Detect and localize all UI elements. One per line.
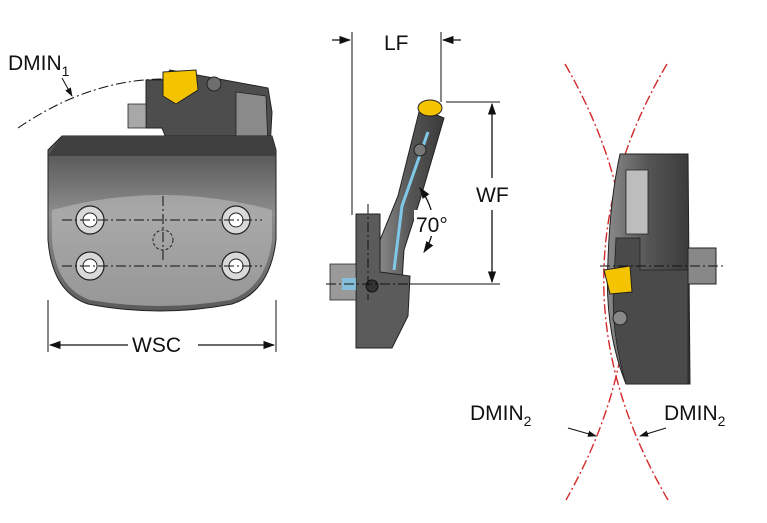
side-view bbox=[326, 32, 500, 349]
arm-insert bbox=[417, 99, 443, 117]
coolant-channel bbox=[392, 131, 430, 271]
dmin2-right-label: DMIN2 bbox=[664, 402, 726, 429]
head-face bbox=[625, 169, 649, 235]
dmin1-label: DMIN1 bbox=[8, 52, 70, 79]
clamp-screw bbox=[206, 76, 222, 92]
dmin2-left-leader bbox=[567, 427, 597, 437]
dmin1-arc bbox=[17, 78, 233, 129]
dmin2-right-leader bbox=[639, 427, 667, 437]
front-view bbox=[17, 69, 277, 352]
clamp-step bbox=[127, 103, 147, 129]
bore-shank bbox=[687, 247, 717, 285]
insert bbox=[162, 69, 199, 105]
bore-arc-right bbox=[603, 63, 669, 501]
angle-label: 70° bbox=[416, 214, 448, 237]
bore-insert bbox=[603, 265, 633, 295]
bore-view bbox=[564, 63, 724, 501]
foot-screw bbox=[365, 279, 379, 293]
wf-label: WF bbox=[476, 184, 509, 207]
dmin2-left-label: DMIN2 bbox=[470, 402, 532, 429]
body-top-band bbox=[48, 136, 276, 156]
wsc-label: WSC bbox=[132, 334, 181, 357]
arm bbox=[377, 107, 445, 283]
arm-screw bbox=[413, 143, 427, 157]
bore-screw bbox=[612, 310, 628, 326]
dmin1-leader bbox=[61, 77, 73, 97]
lf-label: LF bbox=[384, 32, 409, 55]
bore-arc-left bbox=[564, 63, 629, 501]
foot bbox=[355, 213, 411, 349]
body-highlight bbox=[52, 195, 272, 306]
